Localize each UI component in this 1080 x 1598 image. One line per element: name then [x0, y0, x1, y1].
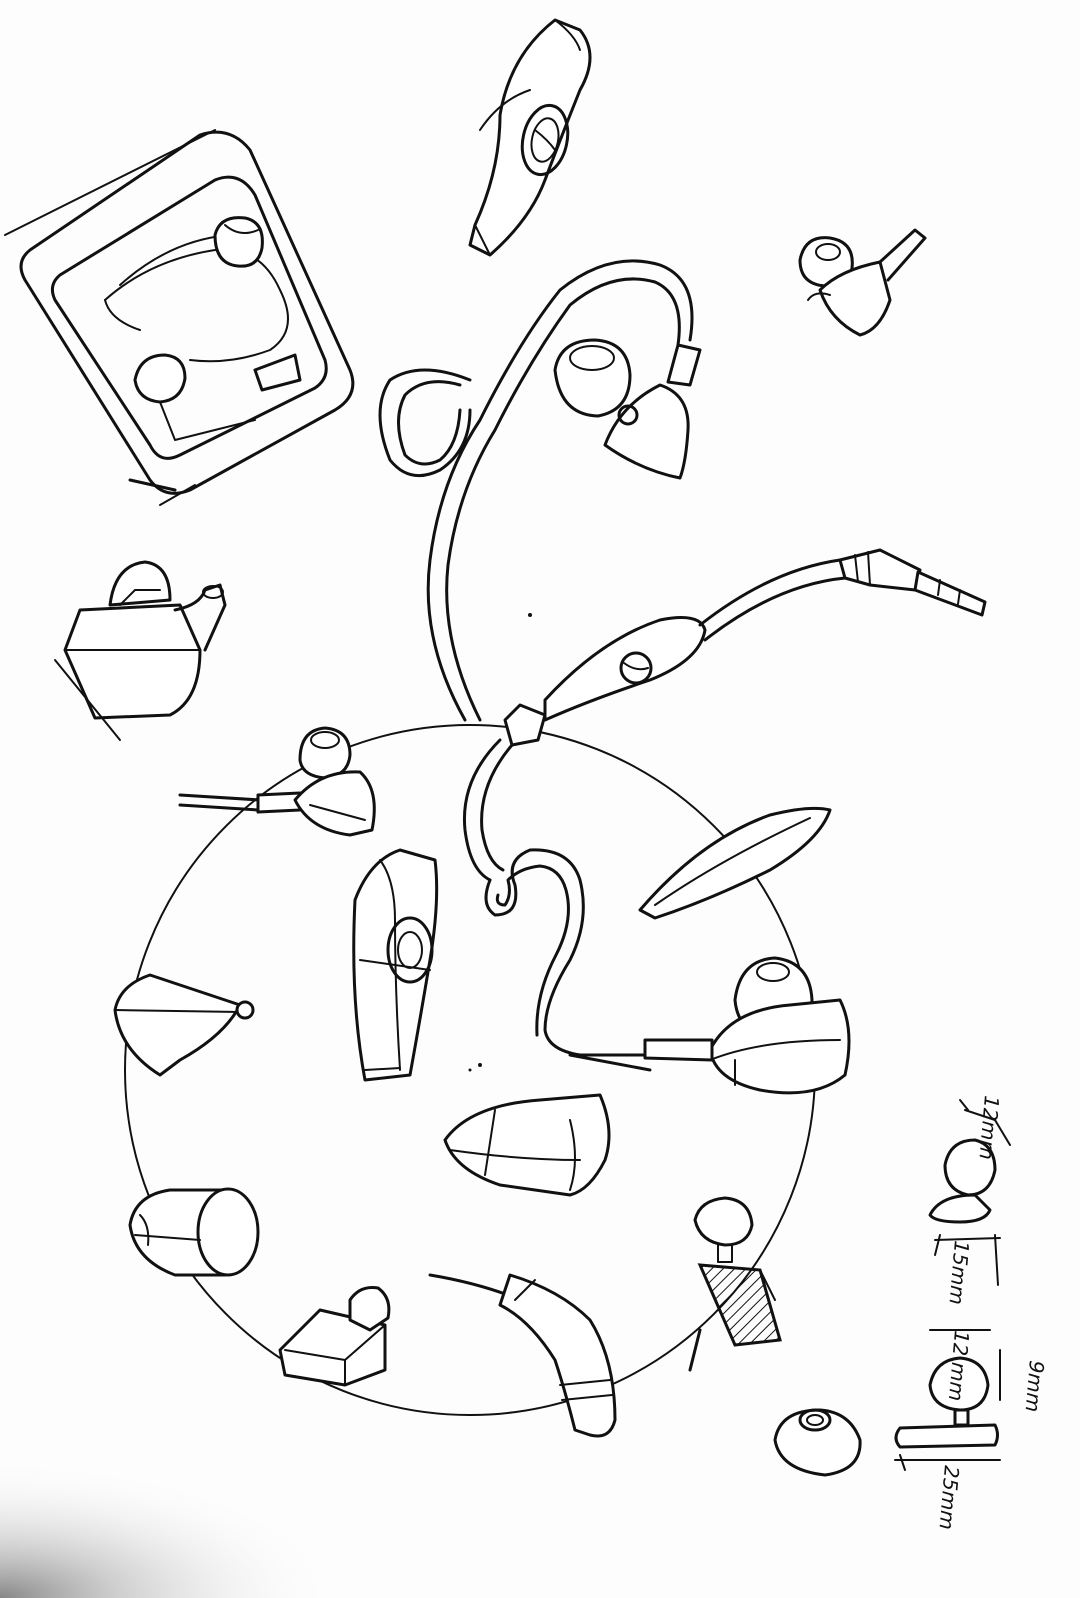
earbud-small-top-right [798, 228, 927, 337]
cable-splitter-sketch [503, 558, 847, 747]
corner-shadow [0, 1460, 340, 1598]
earphone-cable-sketch [378, 259, 694, 1072]
leaf-shaped-part [638, 806, 832, 920]
earbud-cable-right-top [553, 338, 702, 480]
earbud-tip-small [773, 1408, 862, 1477]
dial-puck-center [352, 848, 439, 1082]
dim-label-12mm-nozzle: 12 mm [944, 1330, 974, 1403]
dim-label-9mm: 9mm [1021, 1360, 1049, 1414]
stray-dot [468, 1068, 472, 1072]
packaging-box-sketch [4, 129, 355, 506]
dim-label-25mm: 25mm [934, 1465, 964, 1531]
stray-dot [478, 1063, 482, 1067]
cone-part-left [113, 973, 255, 1077]
earbud-cable-right-bottom [643, 956, 851, 1095]
hatched-earbud-part [688, 1196, 782, 1372]
cylinder-part-left [128, 1187, 260, 1277]
curved-tube-part [428, 1273, 617, 1438]
wedge-part-center [443, 1093, 611, 1197]
earbud-with-cord-left [178, 726, 376, 837]
stray-dot [528, 613, 532, 617]
earbud-block-left [54, 560, 227, 741]
dim-label-15mm: 15mm [944, 1240, 974, 1306]
box-nozzle-part [278, 1286, 391, 1387]
slab-remote-sketch [468, 18, 592, 257]
dim-label-12mm-top: 12mm [974, 1095, 1004, 1161]
dimension-sketch: 12mm 15mm 12 mm 9mm 25mm [894, 1095, 1049, 1531]
audio-jack-sketch [838, 548, 987, 617]
